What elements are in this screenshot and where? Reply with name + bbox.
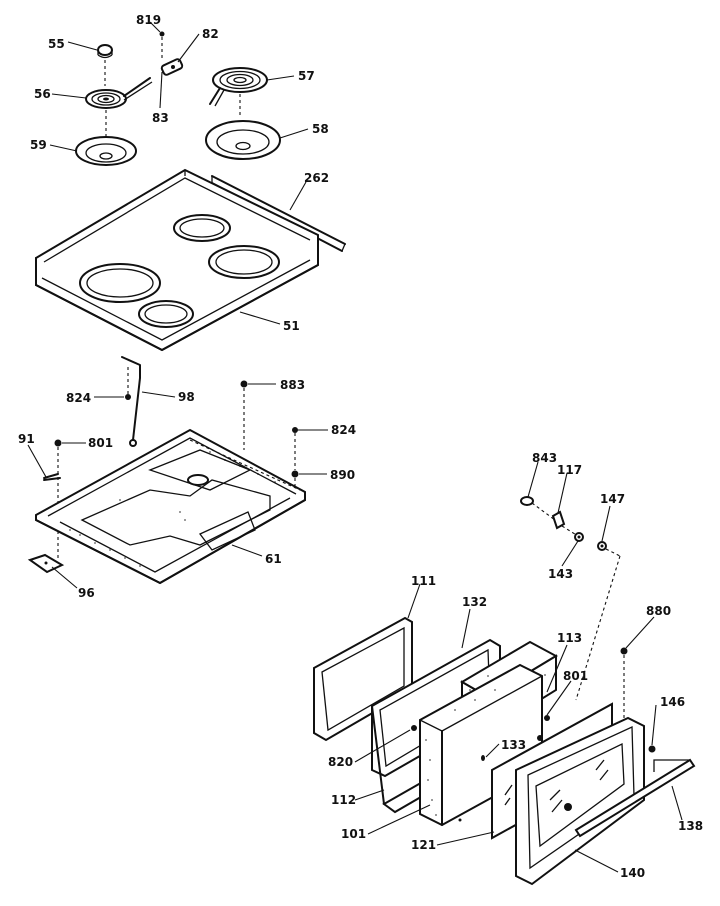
callout-117: 117 [557,463,582,477]
part-147-nut [597,541,607,551]
part-59-small-drip-pan [75,136,137,166]
part-98-rod [121,356,141,447]
callout-58: 58 [312,122,329,136]
callout-824-left: 824 [66,391,91,405]
callout-132: 132 [462,595,487,609]
callout-96: 96 [78,586,95,600]
callout-133: 133 [501,738,526,752]
part-91-clip [43,473,61,481]
callout-819: 819 [136,13,161,27]
part-880-screw [620,647,628,725]
callout-59: 59 [30,138,47,152]
callout-113: 113 [557,631,582,645]
callout-146: 146 [660,695,685,709]
part-801-screw-right [537,715,550,741]
callout-143: 143 [548,567,573,581]
part-57-large-element [209,67,268,107]
callout-147: 147 [600,492,625,506]
callout-112: 112 [331,793,356,807]
callout-51: 51 [283,319,300,333]
part-138-handle [574,758,696,838]
part-55-cap [97,44,113,59]
part-824-screw-left [125,367,131,400]
part-819-screw [159,31,165,58]
callout-98: 98 [178,390,195,404]
burner-box-texture [69,451,276,567]
callout-labels: 819 82 55 56 83 57 59 58 262 51 824 98 8… [18,13,703,880]
part-133-pin [481,755,485,761]
callout-801-left: 801 [88,436,113,450]
callout-91: 91 [18,432,35,446]
part-843-screw [520,496,556,521]
callout-801-right: 801 [563,669,588,683]
callout-101: 101 [341,827,366,841]
part-51-cooktop [35,168,319,352]
leader-lines [27,21,683,873]
part-58-large-drip-pan [205,120,281,160]
door-panel-texture [425,689,496,816]
callout-111: 111 [411,574,436,588]
part-883-screw [240,380,248,450]
callout-843: 843 [532,451,557,465]
callout-57: 57 [298,69,315,83]
callout-121: 121 [411,838,436,852]
callout-262: 262 [304,171,329,185]
callout-55: 55 [48,37,65,51]
part-96-bracket [27,553,65,574]
part-801-screw-left [54,439,62,560]
callout-824-right: 824 [331,423,356,437]
callout-890: 890 [330,468,355,482]
callout-880: 880 [646,604,671,618]
callout-883: 883 [280,378,305,392]
part-146-screw [648,745,656,753]
part-82-receptacle [160,58,184,76]
part-824-screw-right [292,427,298,470]
callout-138: 138 [678,819,703,833]
callout-140: 140 [620,866,645,880]
callout-820: 820 [328,755,353,769]
callout-83: 83 [152,111,169,125]
callout-82: 82 [202,27,219,41]
part-61-burner-box [35,428,306,585]
part-820-screw [411,725,417,731]
callout-56: 56 [34,87,51,101]
part-143-washer [574,532,584,542]
part-117-bracket [551,510,579,537]
callout-61: 61 [265,552,282,566]
part-56-small-element [85,77,153,109]
